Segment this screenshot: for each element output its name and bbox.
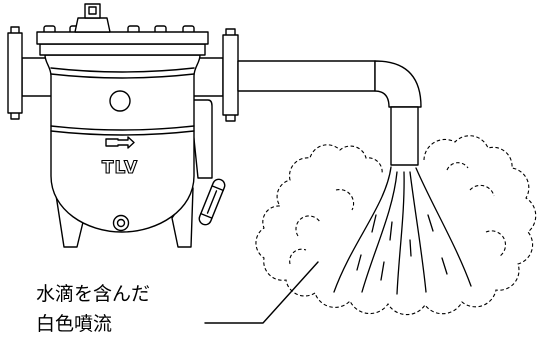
jet-droplet — [371, 214, 377, 233]
outlet-flange — [222, 28, 239, 122]
jet-droplet — [356, 254, 362, 271]
jet-droplet — [380, 261, 385, 281]
cloud-inner-curve — [335, 189, 355, 211]
side-tube — [189, 99, 213, 179]
discharge-piping — [237, 60, 422, 166]
vertical-pipe — [390, 106, 419, 166]
cloud-inner-curve — [469, 184, 495, 197]
callout-label-line1: 水滴を含んだ — [36, 283, 150, 305]
jet-stream — [361, 171, 398, 293]
inspection-port — [109, 90, 131, 112]
arrow-icon — [105, 136, 135, 149]
jet-stream — [396, 171, 405, 295]
jet-droplet — [441, 257, 448, 275]
jet-droplet — [409, 239, 412, 257]
white-plume-cloud — [255, 135, 537, 316]
leader-line — [204, 261, 319, 324]
pipe-elbow — [374, 60, 422, 108]
body-band — [50, 125, 195, 131]
inlet-flange — [7, 26, 23, 120]
water-jet — [333, 166, 472, 295]
body-band — [50, 67, 195, 73]
jet-droplet — [427, 214, 434, 232]
jet-droplet — [389, 221, 393, 241]
cloud-inner-curve — [289, 248, 307, 265]
jet-stream — [333, 166, 392, 293]
cloud-inner-curve — [295, 215, 321, 237]
separator-body — [44, 54, 201, 233]
jet-stream — [415, 167, 472, 287]
horizontal-pipe — [237, 60, 376, 92]
jet-stream — [409, 171, 427, 293]
logo-text: TLV — [102, 158, 138, 178]
cloud-inner-curve — [485, 230, 507, 257]
cloud-outline — [255, 135, 537, 316]
sight-glass — [198, 178, 226, 226]
cloud-inner-curve — [446, 162, 469, 171]
drain-plug — [112, 214, 130, 232]
steam-separator: TLV — [7, 3, 239, 248]
body-band — [50, 73, 195, 79]
cover-upper-plate — [36, 31, 209, 45]
callout-label-line2: 白色噴流 — [36, 313, 112, 335]
top-cap — [74, 3, 111, 33]
cover-lower-plate — [39, 43, 206, 56]
body-band — [50, 130, 195, 136]
